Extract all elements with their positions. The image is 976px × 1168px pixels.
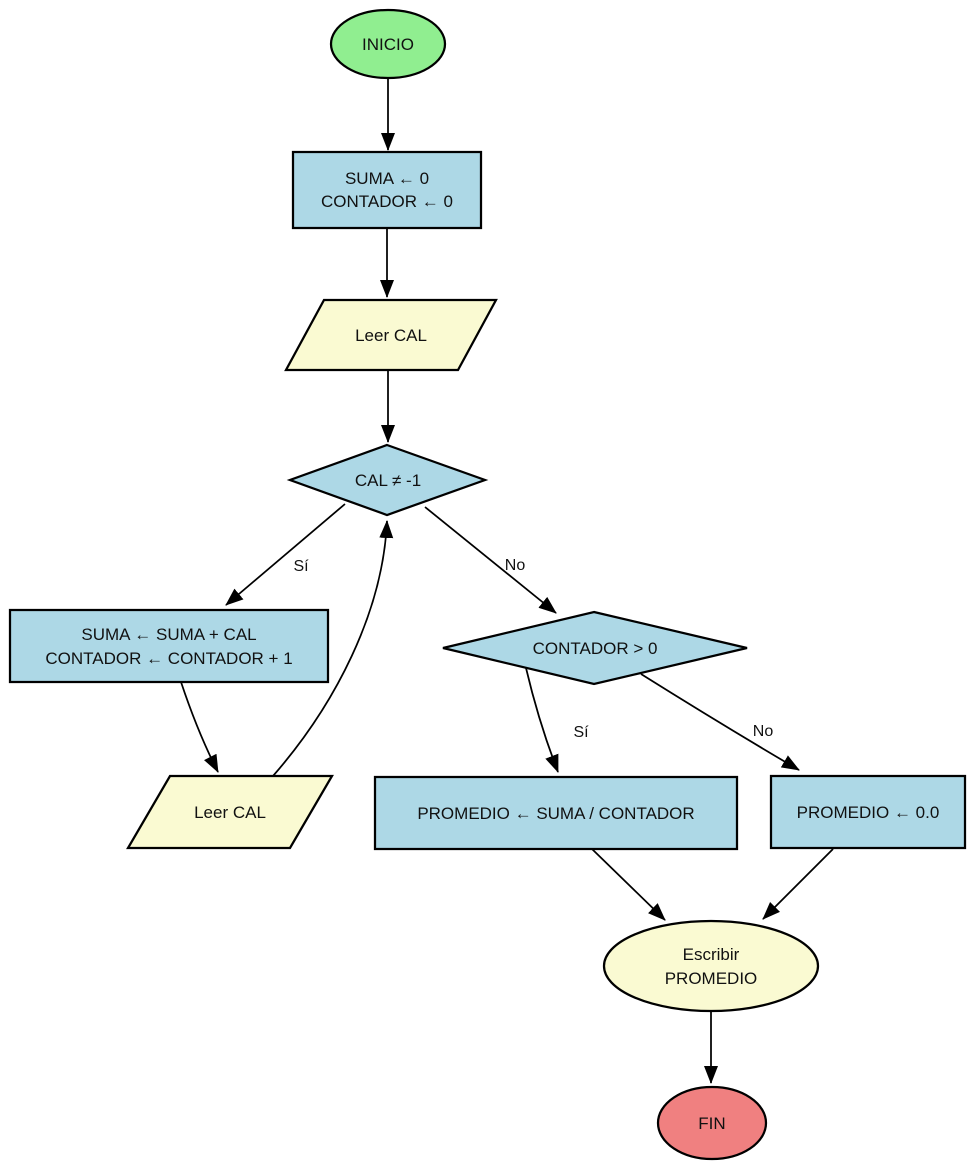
node-start: INICIO <box>329 8 447 80</box>
node-compute-avg: PROMEDIO ← SUMA / CONTADOR <box>373 775 739 851</box>
read2-io-shape <box>126 774 334 850</box>
edge-avg-to-write <box>591 848 666 921</box>
node-check-cal: CAL ≠ -1 <box>286 443 489 517</box>
check-contador-decision-shape <box>442 610 748 686</box>
edge-check-contador-no <box>640 673 800 771</box>
node-check-contador: CONTADOR > 0 <box>442 610 748 686</box>
node-end: FIN <box>656 1085 768 1161</box>
accumulate-label-line2: CONTADOR ← CONTADOR + 1 <box>45 649 292 668</box>
write-result-label-line2: PROMEDIO <box>665 969 758 988</box>
node-avg-zero: PROMEDIO ← 0.0 <box>769 774 967 850</box>
start-terminal-shape <box>329 8 447 80</box>
edge-check-cal-no <box>424 506 557 614</box>
read1-label: Leer CAL <box>355 326 427 345</box>
accumulate-label-line1: SUMA ← SUMA + CAL <box>81 625 256 644</box>
avg-zero-label: PROMEDIO ← 0.0 <box>797 803 940 822</box>
check-cal-decision-shape <box>286 443 489 517</box>
check-contador-label: CONTADOR > 0 <box>533 639 658 658</box>
accumulate-process-shape <box>8 608 330 684</box>
node-init: SUMA ← 0 CONTADOR ← 0 <box>291 150 483 230</box>
edge-label-no-2: No <box>753 723 774 740</box>
compute-avg-process-shape <box>373 775 739 851</box>
avg-zero-process-shape <box>769 774 967 850</box>
node-read2: Leer CAL <box>126 774 334 850</box>
edge-avgzero-to-write <box>762 848 834 920</box>
compute-avg-label: PROMEDIO ← SUMA / CONTADOR <box>417 804 694 823</box>
end-label: FIN <box>698 1114 725 1133</box>
init-process-shape <box>291 150 483 230</box>
write-result-label-line1: Escribir <box>683 945 740 964</box>
check-cal-label: CAL ≠ -1 <box>355 471 421 490</box>
read2-label: Leer CAL <box>194 803 266 822</box>
end-terminal-shape <box>656 1085 768 1161</box>
read1-io-shape <box>284 298 498 372</box>
edge-check-contador-yes <box>525 667 559 773</box>
node-accumulate: SUMA ← SUMA + CAL CONTADOR ← CONTADOR + … <box>8 608 330 684</box>
node-write-result: Escribir PROMEDIO <box>602 919 820 1013</box>
edge-label-yes-2: Sí <box>573 724 589 741</box>
node-read1: Leer CAL <box>284 298 498 372</box>
init-label-line1: SUMA ← 0 <box>345 169 429 188</box>
edge-label-yes-1: Sí <box>293 558 309 575</box>
edges: Sí No Sí No <box>180 78 834 1084</box>
init-label-line2: CONTADOR ← 0 <box>321 192 453 211</box>
edge-label-no-1: No <box>505 557 526 574</box>
edge-check-cal-yes <box>225 503 346 606</box>
edge-accumulate-to-read2 <box>180 681 219 773</box>
write-result-shape <box>602 919 820 1013</box>
edge-read2-loop-back <box>272 520 394 777</box>
start-label: INICIO <box>362 35 414 54</box>
